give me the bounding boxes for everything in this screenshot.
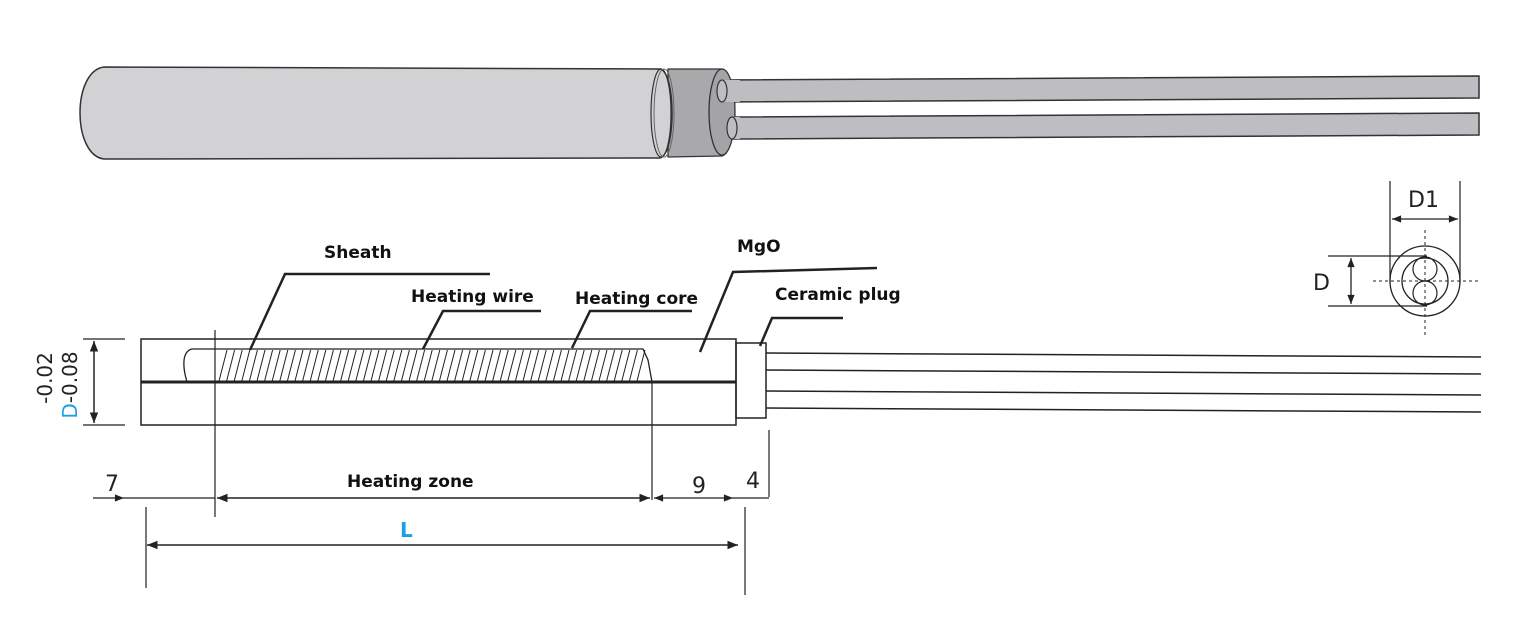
coil-turn	[530, 349, 540, 382]
coil-turn	[446, 349, 456, 382]
end-view-d: D	[1313, 271, 1330, 296]
coil-turn	[416, 349, 426, 382]
ceramic-plug-section	[735, 342, 767, 419]
leader-mgo	[698, 266, 878, 353]
coil-turn	[636, 349, 646, 382]
coil-turn	[454, 349, 464, 382]
coil-turn	[340, 349, 350, 382]
label-sheath: Sheath	[324, 243, 392, 263]
coil-turn	[302, 349, 312, 382]
coil-turn	[545, 349, 555, 382]
ceramic-plug-3d	[667, 68, 740, 158]
coil-turn	[621, 349, 631, 382]
coil-turn	[271, 349, 281, 382]
end-view: D1 D	[1313, 181, 1478, 335]
lead-wire-bottom	[726, 112, 1480, 140]
coil-turn	[492, 349, 502, 382]
label-ceramic-plug: Ceramic plug	[775, 285, 901, 305]
coil-turn	[476, 349, 486, 382]
coil-turn	[256, 349, 266, 382]
coil-turn	[423, 349, 433, 382]
coil-turn	[514, 349, 524, 382]
coil-turn	[461, 349, 471, 382]
coil-turn	[347, 349, 357, 382]
lead-wire-top	[716, 75, 1480, 103]
label-heating-zone: Heating zone	[347, 472, 474, 492]
core-right-end	[212, 348, 653, 383]
label-heating-wire: Heating wire	[411, 287, 534, 307]
coil-turn	[606, 349, 616, 382]
coil-turn	[628, 349, 638, 382]
end-view-d1: D1	[1408, 188, 1439, 213]
label-mgo: MgO	[737, 237, 781, 257]
coil-turn	[408, 349, 418, 382]
coil-turn	[613, 349, 623, 382]
sheath-3d	[79, 66, 675, 160]
coil-turn	[431, 349, 441, 382]
leader-heating-core	[570, 309, 692, 349]
coil-turn	[294, 349, 304, 382]
coil-turn	[575, 349, 585, 382]
coil-turn	[400, 349, 410, 382]
coil-turn	[378, 349, 388, 382]
coil-turn	[226, 349, 236, 382]
lead-lines	[765, 352, 1482, 413]
heating-wire-coil	[218, 349, 646, 382]
coil-turn	[324, 349, 334, 382]
coil-turn	[499, 349, 509, 382]
label-heating-core: Heating core	[575, 289, 698, 309]
coil-turn	[438, 349, 448, 382]
diameter-tolerance-upper: -0.02	[33, 352, 57, 404]
coil-turn	[469, 349, 479, 382]
coil-turn	[568, 349, 578, 382]
coil-turn	[507, 349, 517, 382]
coil-turn	[537, 349, 547, 382]
core-left-end	[183, 348, 212, 383]
section-drawing: Sheath Heating wire Heating core MgO Cer…	[33, 237, 1482, 595]
coil-turn	[560, 349, 570, 382]
heater-3d-illustration	[79, 66, 1480, 160]
leader-sheath	[248, 272, 490, 351]
coil-turn	[279, 349, 289, 382]
dim-value-9: 9	[692, 474, 706, 499]
coil-turn	[590, 349, 600, 382]
coil-turn	[583, 349, 593, 382]
coil-turn	[286, 349, 296, 382]
coil-turn	[233, 349, 243, 382]
coil-turn	[598, 349, 608, 382]
dim-value-7: 7	[105, 472, 119, 497]
leader-ceramic-plug	[758, 316, 843, 347]
coil-turn	[309, 349, 319, 382]
coil-turn	[385, 349, 395, 382]
coil-turn	[484, 349, 494, 382]
dim-value-4: 4	[746, 469, 760, 494]
coil-turn	[393, 349, 403, 382]
coil-turn	[332, 349, 342, 382]
leader-heating-wire	[421, 309, 541, 350]
coil-turn	[241, 349, 251, 382]
coil-turn	[522, 349, 532, 382]
dim-value-L: L	[400, 518, 413, 542]
coil-turn	[317, 349, 327, 382]
coil-turn	[248, 349, 258, 382]
coil-turn	[264, 349, 274, 382]
coil-turn	[362, 349, 372, 382]
coil-turn	[552, 349, 562, 382]
diameter-tolerance: D-0.08	[58, 351, 82, 418]
coil-turn	[370, 349, 380, 382]
coil-turn	[218, 349, 228, 382]
coil-turn	[355, 349, 365, 382]
